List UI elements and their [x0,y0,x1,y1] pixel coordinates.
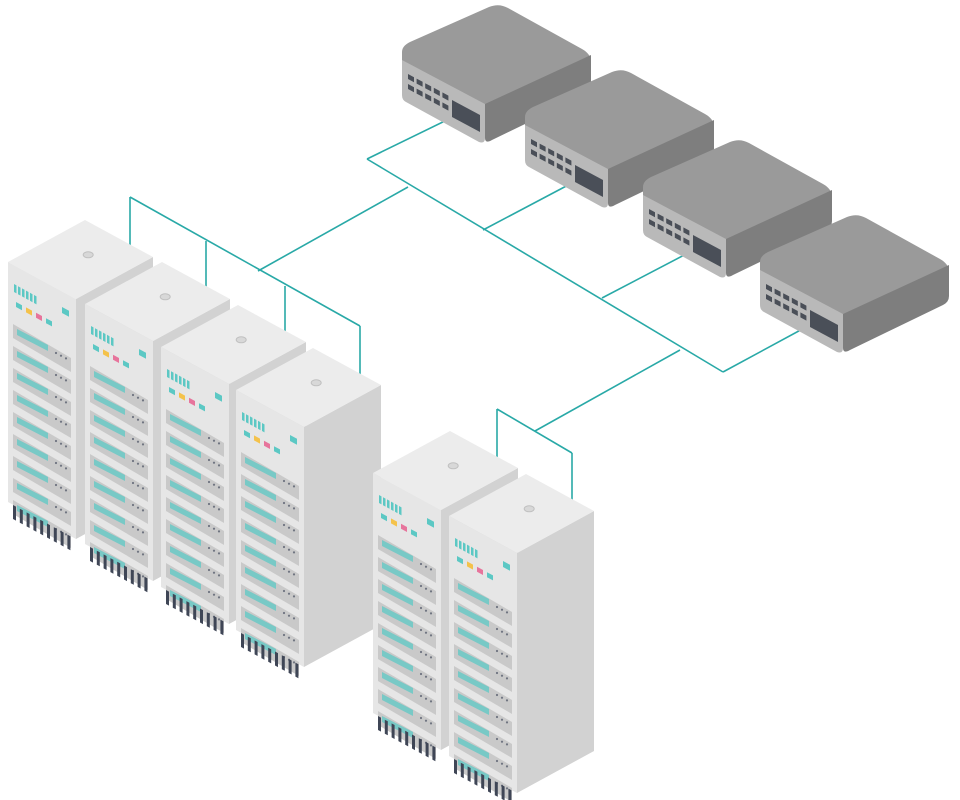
rack-drive-bays [166,409,224,633]
rack-vents [90,547,148,593]
rack-status-leds [242,412,297,455]
rack-vents [241,633,299,679]
server-rack-icon [449,474,594,800]
switch-group [402,5,949,353]
rack-group-right [373,431,594,800]
rack-status-leds [167,369,222,412]
switch-ports [531,139,572,176]
network-switch-icon [643,140,832,278]
connector-line [496,408,573,454]
rack-vents [166,590,224,636]
switch-display [810,310,838,342]
rack-vents [13,505,71,551]
rack-drive-bays [241,452,299,676]
rack-status-leds [14,284,69,327]
rack-vents [378,716,436,762]
connector-line [482,182,573,231]
rack-groups [8,220,594,800]
connector-line [601,251,691,299]
rack-status-leds [455,538,510,581]
switch-display [693,235,721,267]
switch-display [452,100,480,132]
rack-vents [454,759,512,800]
connector-line [129,196,361,327]
rack-drive-bays [13,324,71,548]
switch-ports [766,284,807,321]
connector-line [366,158,724,373]
rack-group-left [8,220,381,679]
network-switch-icon [402,5,591,143]
rack-drive-bays [378,535,436,759]
connector-line [366,117,452,160]
connector-line [257,186,409,272]
connector-line [534,349,681,432]
switch-ports [408,74,449,111]
connector-line [722,325,809,373]
connector-lines [129,117,809,515]
network-switch-icon [525,70,714,208]
rack-status-leds [91,326,146,369]
server-rack-icon [236,348,381,679]
network-switch-icon [760,215,949,353]
switch-ports [649,209,690,246]
switch-display [575,165,603,197]
rack-status-leds [379,495,434,538]
